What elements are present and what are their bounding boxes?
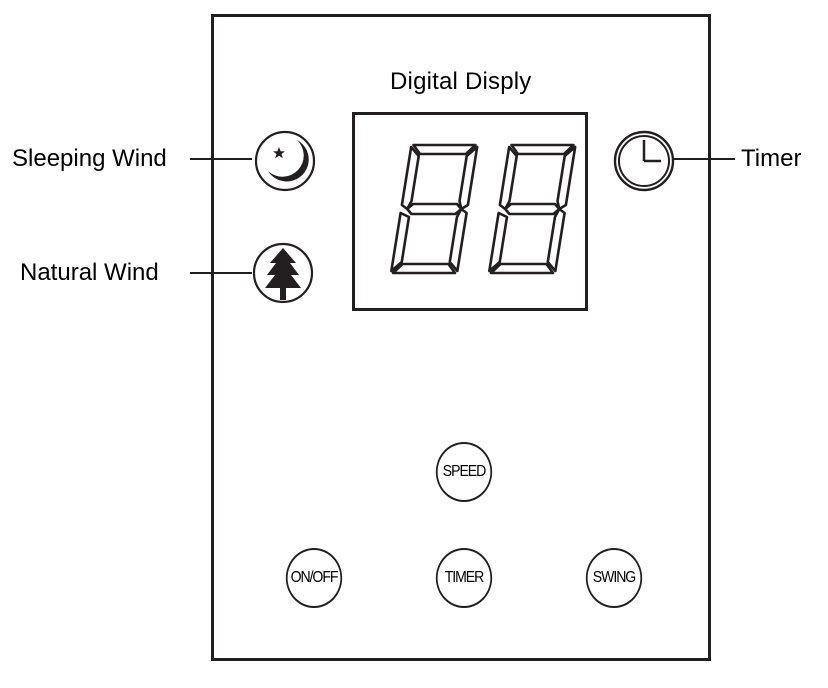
moon-star-icon[interactable]	[250, 126, 320, 196]
digital-display	[352, 112, 588, 311]
digit-2-segment-b	[556, 145, 577, 211]
on-off-button-label: ON/OFF	[290, 569, 339, 586]
display-title: Digital Disply	[390, 68, 532, 95]
digit-2-segment-d	[489, 262, 555, 275]
sleeping-wind-label: Sleeping Wind	[12, 145, 167, 172]
natural-wind-label: Natural Wind	[20, 259, 159, 286]
digit-1-segment-g	[405, 202, 463, 216]
digit-2-segment-c	[546, 207, 566, 273]
digit-1-segment-a	[412, 143, 477, 156]
digit-2-segment-g	[503, 202, 561, 216]
timer-button-label: TIMER	[444, 569, 485, 586]
timer-button[interactable]: TIMER	[435, 548, 493, 608]
on-off-button[interactable]: ON/OFF	[285, 548, 343, 608]
digit-1-segment-c	[448, 207, 468, 273]
swing-button[interactable]: SWING	[585, 548, 643, 608]
digit-1-segment-b	[458, 145, 479, 211]
display-digits	[390, 143, 577, 275]
digit-2-segment-a	[510, 143, 575, 156]
sleeping-wind-leader	[190, 158, 252, 160]
timer-leader	[673, 158, 735, 160]
speed-button[interactable]: SPEED	[435, 442, 493, 502]
digit-1-segment-e	[390, 211, 411, 273]
speed-button-label: SPEED	[442, 463, 487, 480]
timer-label: Timer	[741, 145, 802, 172]
swing-button-label: SWING	[592, 569, 637, 586]
tree-icon[interactable]	[248, 238, 318, 308]
control-panel	[211, 14, 711, 661]
digit-2-segment-f	[498, 145, 519, 211]
digit-2-segment-e	[488, 211, 509, 273]
digit-1-segment-d	[391, 262, 457, 275]
clock-icon[interactable]	[609, 126, 679, 196]
natural-wind-leader	[190, 272, 252, 274]
digit-1-segment-f	[400, 145, 421, 211]
